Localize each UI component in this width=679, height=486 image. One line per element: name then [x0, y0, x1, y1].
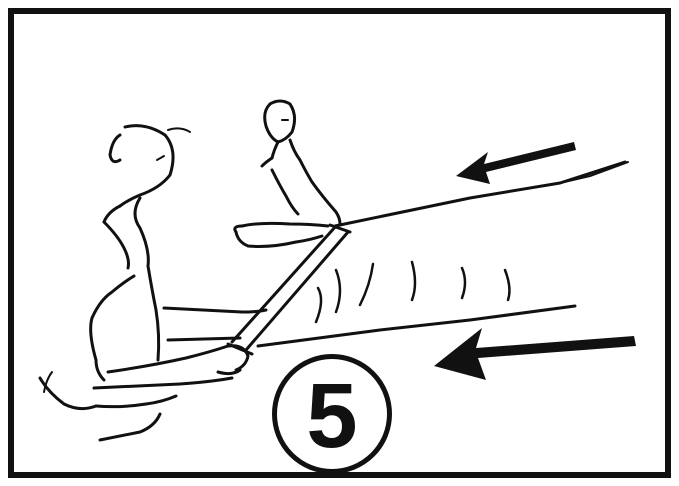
step-number-badge: 5 [272, 354, 392, 474]
sheet-ribs [316, 262, 509, 322]
frame-bar-inner [246, 232, 348, 350]
person-holding-frame-icon [235, 101, 340, 247]
arrow-left-icon [456, 142, 576, 184]
person-guiding-frame-icon [40, 126, 266, 440]
arrow-left-icon [434, 328, 636, 380]
step-number: 5 [306, 370, 357, 462]
sheet-lower-edge-line [258, 306, 575, 346]
